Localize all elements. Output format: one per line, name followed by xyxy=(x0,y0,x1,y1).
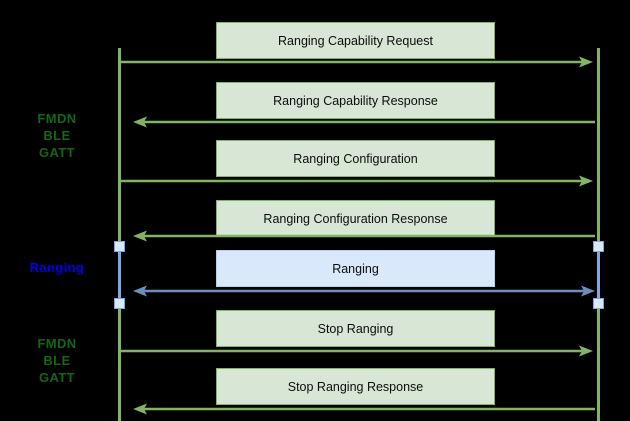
activation-bar-right xyxy=(597,246,600,304)
activation-handle-left-bottom[interactable] xyxy=(114,298,125,309)
arrow-ranging-bidirectional xyxy=(133,285,595,297)
phase-label-fmdn-bottom: FMDN BLE GATT xyxy=(37,336,77,385)
message-box-ranging: Ranging xyxy=(216,250,495,287)
message-box-ranging-capability-request: Ranging Capability Request xyxy=(216,22,495,59)
message-box-ranging-capability-response: Ranging Capability Response xyxy=(216,82,495,119)
arrow-stop-ranging xyxy=(121,345,593,357)
message-box-ranging-configuration-response: Ranging Configuration Response xyxy=(216,200,495,237)
activation-handle-right-bottom[interactable] xyxy=(593,298,604,309)
arrow-ranging-configuration xyxy=(121,175,593,187)
activation-handle-left-top[interactable] xyxy=(114,241,125,252)
activation-handle-right-top[interactable] xyxy=(593,241,604,252)
arrow-stop-ranging-response xyxy=(133,403,595,415)
arrow-ranging-capability-request xyxy=(121,56,593,68)
phase-label-fmdn-top: FMDN BLE GATT xyxy=(37,111,77,160)
lifeline-left xyxy=(118,48,121,421)
arrow-ranging-capability-response xyxy=(133,116,595,128)
message-box-stop-ranging-response: Stop Ranging Response xyxy=(216,368,495,405)
message-box-stop-ranging: Stop Ranging xyxy=(216,310,495,347)
message-box-ranging-configuration: Ranging Configuration xyxy=(216,140,495,177)
arrow-ranging-configuration-response xyxy=(133,230,595,242)
activation-bar-left xyxy=(118,246,121,304)
phase-label-ranging: Ranging xyxy=(29,260,85,275)
lifeline-right xyxy=(597,48,600,421)
